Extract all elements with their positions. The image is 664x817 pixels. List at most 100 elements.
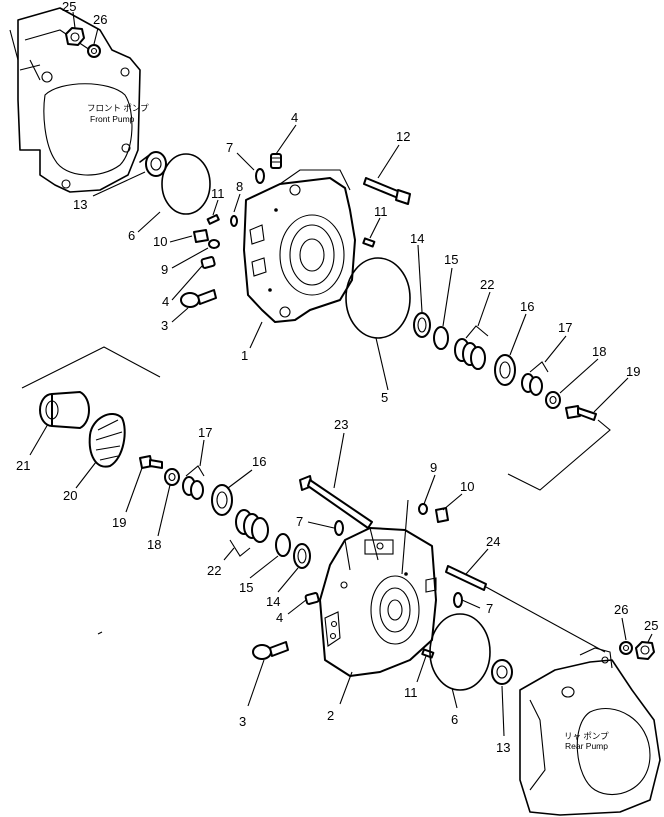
callout-3-top: 3 <box>161 318 168 333</box>
ring-14-top <box>413 312 431 338</box>
oring-9-bottom <box>418 503 428 515</box>
shims-22-bottom <box>229 509 269 557</box>
callout-26-bottom: 26 <box>614 602 628 617</box>
callout-11-bottom: 11 <box>404 685 418 700</box>
coupling-21 <box>39 391 90 429</box>
callout-14-top: 14 <box>410 231 424 246</box>
callout-18-bottom: 18 <box>147 537 161 552</box>
fitting-10-top <box>193 229 209 243</box>
bearing-16-top <box>494 354 516 386</box>
callout-23: 23 <box>334 417 348 432</box>
callout-11-top-left: 11 <box>211 186 225 201</box>
bearing-16-bottom <box>211 484 233 516</box>
callout-15-bottom: 15 <box>239 580 253 595</box>
callout-7-bottom-left: 7 <box>296 514 303 529</box>
callout-4-bottom: 4 <box>276 610 283 625</box>
bolt-12 <box>363 177 411 205</box>
callout-22-top: 22 <box>480 277 494 292</box>
pin-11-bottom <box>421 648 435 659</box>
front-pump-housing: フロント ポンプ Front Pump <box>9 7 149 193</box>
rear-pump-housing: リャ ポンプ Rear Pump <box>519 647 661 816</box>
callout-5: 5 <box>381 390 388 405</box>
pump-body-2 <box>319 527 437 677</box>
callout-26-top: 26 <box>93 12 107 27</box>
pin-11-top-left <box>206 214 220 225</box>
rear-pump-label-en: Rear Pump <box>565 741 608 751</box>
callout-9-top: 9 <box>161 262 168 277</box>
callout-11-top-right: 11 <box>374 204 388 219</box>
pin-11-top-right <box>362 237 376 248</box>
bolt-23 <box>299 475 373 529</box>
nut-25-top <box>65 27 85 46</box>
callout-6-bottom: 6 <box>451 712 458 727</box>
pump-body-1 <box>243 169 356 323</box>
snapring-15-top <box>433 326 449 350</box>
washer-18-bottom <box>164 468 180 486</box>
callout-17-top: 17 <box>558 320 572 335</box>
callout-24: 24 <box>486 534 500 549</box>
collar-17-top <box>521 361 549 396</box>
snapring-15-bottom <box>275 533 291 557</box>
bolt-19-top <box>565 405 597 421</box>
front-pump-label-jp: フロント ポンプ <box>87 103 149 113</box>
shims-22-top <box>454 325 489 370</box>
oring-5 <box>345 257 411 339</box>
callout-13-bottom: 13 <box>496 740 510 755</box>
eyebolt-3-top <box>180 289 217 308</box>
callout-4-top: 4 <box>291 110 298 125</box>
callout-10-bottom: 10 <box>460 479 474 494</box>
callout-3-bottom: 3 <box>239 714 246 729</box>
callout-8: 8 <box>236 179 243 194</box>
callout-14-bottom: 14 <box>266 594 280 609</box>
callout-19-top: 19 <box>626 364 640 379</box>
oring-6-bottom <box>429 613 491 691</box>
plug-4-top <box>270 153 282 169</box>
oring-7-top <box>255 168 265 184</box>
front-pump-label-en: Front Pump <box>90 114 135 124</box>
callout-6-top: 6 <box>128 228 135 243</box>
oring-7-bottom-right <box>453 592 463 608</box>
plug-4-bottom <box>304 592 320 605</box>
callout-15-top: 15 <box>444 252 458 267</box>
bolt-19-bottom <box>139 455 163 469</box>
callout-25-top: 25 <box>62 0 76 14</box>
impeller-20 <box>88 413 126 468</box>
connector-right <box>507 419 611 491</box>
collar-17-bottom <box>182 465 205 500</box>
ring-14-bottom <box>293 543 311 569</box>
washer-26-bottom <box>619 641 633 655</box>
plug-4-mid <box>200 256 216 269</box>
callouts-top: 25 26 4 7 12 8 11 11 13 6 10 9 4 3 1 14 … <box>62 0 640 405</box>
bearing-13-top <box>139 151 167 177</box>
washer-18-top <box>545 391 561 409</box>
leader-lines <box>29 11 653 737</box>
callout-19-bottom: 19 <box>112 515 126 530</box>
eyebolt-3-bottom <box>252 641 289 660</box>
oring-6-top <box>161 153 211 215</box>
callouts-bottom: 21 20 17 16 19 18 22 15 14 23 9 10 7 24 … <box>16 417 658 755</box>
oring-9-top <box>208 239 220 249</box>
callout-10-top: 10 <box>153 234 167 249</box>
callout-2: 2 <box>327 708 334 723</box>
callout-4-mid: 4 <box>162 294 169 309</box>
callout-22-bottom: 22 <box>207 563 221 578</box>
callout-16-bottom: 16 <box>252 454 266 469</box>
callout-9-bottom: 9 <box>430 460 437 475</box>
callout-7-bottom-right: 7 <box>486 601 493 616</box>
callout-7-top: 7 <box>226 140 233 155</box>
connector-left <box>21 346 161 389</box>
callout-13-top: 13 <box>73 197 87 212</box>
callout-21: 21 <box>16 458 30 473</box>
callout-12: 12 <box>396 129 410 144</box>
bearing-13-bottom <box>491 659 513 685</box>
callout-1: 1 <box>241 348 248 363</box>
washer-26-top <box>87 44 101 58</box>
guide-line-24 <box>485 586 606 653</box>
callout-17-bottom: 17 <box>198 425 212 440</box>
callout-25-bottom: 25 <box>644 618 658 633</box>
callout-16-top: 16 <box>520 299 534 314</box>
oring-7-bottom-left <box>334 520 344 536</box>
callout-20: 20 <box>63 488 77 503</box>
